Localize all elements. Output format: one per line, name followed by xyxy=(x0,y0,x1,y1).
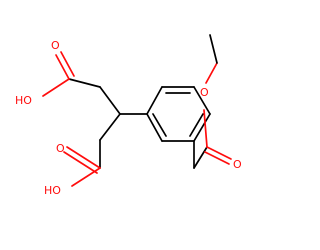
structure-canvas: O HO O HO xyxy=(15,34,242,197)
ring-bond-1 xyxy=(146,86,163,115)
oxygen-label-ester-ether: O xyxy=(200,86,209,99)
bond-co-double-top-a xyxy=(55,54,70,80)
ring-bond-4 xyxy=(193,113,211,142)
bond-c-oh-bottom xyxy=(71,167,101,187)
bond-ester-co-double-b xyxy=(204,151,230,165)
oxygen-label-ester-carbonyl: O xyxy=(233,158,242,171)
bond-ch-ch2-bottom xyxy=(99,113,121,141)
ring-bond-6 xyxy=(146,113,163,142)
oxygen-label-top-carbonyl: O xyxy=(51,39,60,52)
hydroxyl-label-bottom: HO xyxy=(44,184,61,197)
ring-bond-3 xyxy=(193,86,211,115)
upper-carboxylic-acid: O HO xyxy=(15,39,121,115)
molecule-drawing: O HO O HO xyxy=(15,34,242,197)
bond-ester-c-o xyxy=(203,109,208,148)
lower-carboxylic-acid: O HO xyxy=(44,113,121,197)
benzene-ring xyxy=(119,86,211,142)
bond-c-oh-top xyxy=(42,78,70,97)
bond-co-double-bottom-a xyxy=(66,146,101,169)
bond-ch-ch2-top xyxy=(99,86,121,115)
hydroxyl-label-top: HO xyxy=(15,94,32,107)
bond-o-ethyl xyxy=(205,62,218,84)
bond-ester-co-double-a xyxy=(206,146,232,160)
ethyl-ester-arm: O O xyxy=(193,34,242,171)
bond-ethyl-cc xyxy=(209,34,218,64)
ring-inner-double-3 xyxy=(152,113,167,137)
bond-ch2-cooh-top xyxy=(68,78,101,88)
oxygen-label-bottom-carbonyl: O xyxy=(56,142,65,155)
bond-co-double-bottom-b xyxy=(63,151,98,174)
ring-inner-double-2 xyxy=(189,113,204,137)
bond-co-double-top-b xyxy=(60,51,75,77)
bond-ch2-carbonyl xyxy=(193,146,208,169)
